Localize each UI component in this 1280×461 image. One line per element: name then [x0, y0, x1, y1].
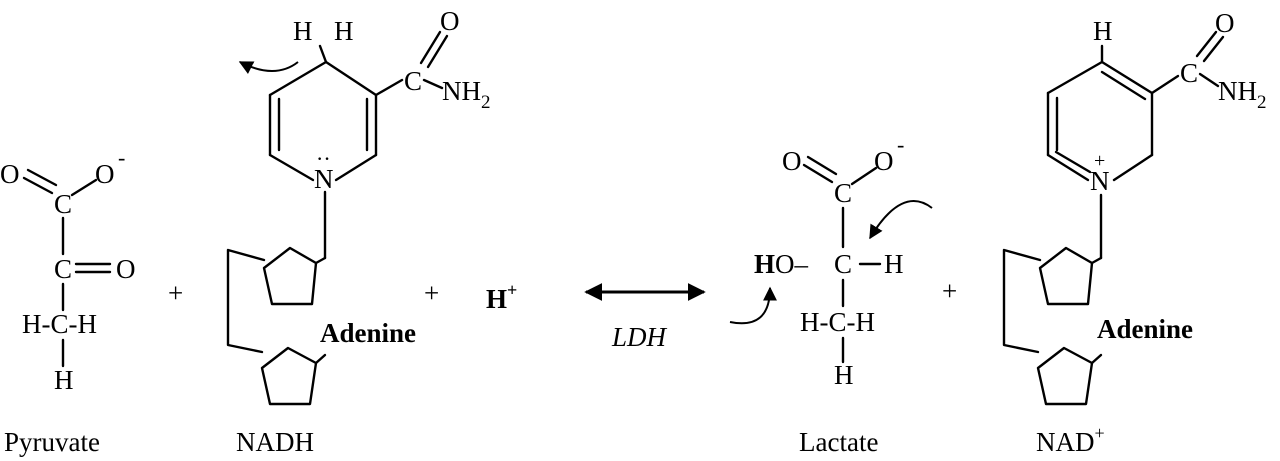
- nadh-n: N: [314, 164, 334, 194]
- nadh-o-amide: O: [440, 6, 460, 36]
- nadh-nh2: NH2: [442, 76, 491, 113]
- nad-o-amide: O: [1215, 8, 1235, 38]
- nad-n-charge: +: [1094, 150, 1105, 172]
- lactate-h-bottom: H: [834, 360, 854, 390]
- pyruvate-o-keto: O: [116, 254, 136, 284]
- hydride-attack-arrow: [869, 200, 933, 240]
- pyruvate-charge: -: [118, 145, 125, 170]
- nad-adenine: Adenine: [1097, 314, 1193, 344]
- lactate-structure: O O - C HO– C H H-C-H H: [754, 132, 904, 390]
- nad-h-top: H: [1093, 16, 1113, 46]
- lactate-charge: -: [897, 132, 904, 157]
- nadh-h2: H: [334, 16, 354, 46]
- nad-label: NAD+: [1036, 423, 1105, 457]
- nad-n: N: [1090, 166, 1110, 196]
- pyruvate-h-bottom: H: [54, 365, 74, 395]
- enzyme-label: LDH: [611, 322, 668, 352]
- nadh-c-amide: C: [404, 66, 422, 96]
- pyruvate-c-keto: C: [54, 254, 72, 284]
- nadh-lone-pair: ··: [316, 146, 331, 171]
- nad-c-amide: C: [1180, 58, 1198, 88]
- pyruvate-c-carboxyl: C: [54, 189, 72, 219]
- pyruvate-methyl: H-C-H: [22, 309, 97, 339]
- pyruvate-o-minus: O: [95, 159, 115, 189]
- lactate-methyl: H-C-H: [800, 307, 875, 337]
- lactate-h-right: H: [884, 249, 904, 279]
- proton: H+: [486, 280, 517, 314]
- pyruvate-structure: O O - C C O H-C-H H: [0, 145, 136, 395]
- hydride-arrow: [238, 61, 299, 74]
- lactate-o-minus: O: [874, 146, 894, 176]
- lactate-c-center: C: [834, 249, 852, 279]
- pyruvate-label: Pyruvate: [4, 427, 100, 457]
- plus-sign-2: +: [424, 278, 439, 308]
- lactate-label: Lactate: [799, 427, 878, 457]
- proton-attack-arrow: [729, 286, 777, 325]
- pyruvate-o-double: O: [0, 159, 20, 189]
- nadh-h1: H: [293, 16, 313, 46]
- lactate-c-carboxyl: C: [834, 178, 852, 208]
- plus-sign-3: +: [942, 276, 957, 306]
- nadh-label: NADH: [236, 427, 314, 457]
- nadh-adenine: Adenine: [320, 318, 416, 348]
- plus-sign-1: +: [168, 278, 183, 308]
- nad-nh2: NH2: [1218, 76, 1267, 113]
- nadh-structure: H H N ·· C O NH2 Adenine: [226, 6, 491, 406]
- nad-structure: H N + C O NH2 Adenine: [1002, 8, 1267, 406]
- lactate-o-double: O: [782, 146, 802, 176]
- lactate-hydroxyl: HO–: [754, 249, 809, 279]
